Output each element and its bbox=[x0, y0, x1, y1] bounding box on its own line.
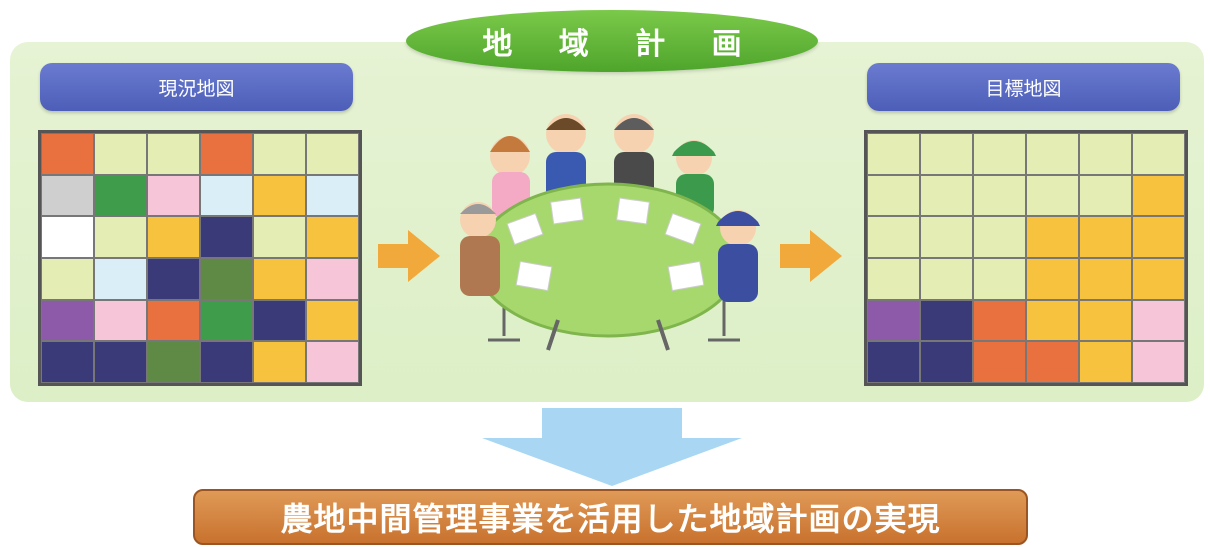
map-cell bbox=[306, 216, 359, 258]
map-cell bbox=[1079, 299, 1132, 342]
map-cell bbox=[1026, 341, 1079, 383]
map-cell bbox=[1132, 299, 1185, 342]
map-cell bbox=[147, 258, 200, 300]
target-map-label: 目標地図 bbox=[867, 63, 1180, 111]
meeting-people-illustration bbox=[460, 114, 760, 351]
map-cell bbox=[867, 174, 920, 217]
map-cell bbox=[253, 216, 306, 258]
map-cell bbox=[306, 174, 359, 217]
map-cell bbox=[1132, 258, 1185, 300]
map-cell bbox=[973, 299, 1026, 342]
map-cell bbox=[920, 299, 973, 342]
map-cell bbox=[253, 341, 306, 383]
map-cell bbox=[200, 341, 253, 383]
map-cell bbox=[973, 258, 1026, 300]
top-title-oval: 地 域 計 画 bbox=[406, 10, 818, 72]
map-cell bbox=[94, 341, 147, 383]
map-cell bbox=[1132, 133, 1185, 175]
map-cell bbox=[920, 216, 973, 258]
map-cell bbox=[41, 299, 94, 342]
map-cell bbox=[920, 341, 973, 383]
map-cell bbox=[306, 133, 359, 175]
map-cell bbox=[867, 133, 920, 175]
map-cell bbox=[973, 174, 1026, 217]
map-cell bbox=[306, 299, 359, 342]
map-cell bbox=[973, 216, 1026, 258]
map-cell bbox=[147, 133, 200, 175]
map-cell bbox=[147, 216, 200, 258]
map-cell bbox=[867, 299, 920, 342]
map-cell bbox=[253, 299, 306, 342]
current-map-label: 現況地図 bbox=[40, 63, 353, 111]
right-arrow-icon bbox=[780, 230, 842, 282]
map-cell bbox=[41, 174, 94, 217]
map-cell bbox=[41, 341, 94, 383]
map-cell bbox=[200, 299, 253, 342]
map-cell bbox=[1132, 341, 1185, 383]
map-cell bbox=[1026, 174, 1079, 217]
right-arrow-icon bbox=[378, 230, 440, 282]
map-cell bbox=[867, 216, 920, 258]
map-cell bbox=[1026, 133, 1079, 175]
map-cell bbox=[1026, 258, 1079, 300]
map-cell bbox=[867, 258, 920, 300]
current-map-grid bbox=[38, 130, 362, 386]
map-cell bbox=[920, 133, 973, 175]
map-cell bbox=[253, 258, 306, 300]
map-cell bbox=[1079, 341, 1132, 383]
map-cell bbox=[147, 174, 200, 217]
map-cell bbox=[147, 341, 200, 383]
bottom-conclusion-banner: 農地中間管理事業を活用した地域計画の実現 bbox=[193, 489, 1028, 545]
map-cell bbox=[973, 133, 1026, 175]
map-cell bbox=[1079, 216, 1132, 258]
map-cell bbox=[1132, 174, 1185, 217]
map-cell bbox=[867, 341, 920, 383]
map-cell bbox=[41, 216, 94, 258]
map-cell bbox=[920, 258, 973, 300]
map-cell bbox=[94, 133, 147, 175]
map-cell bbox=[94, 174, 147, 217]
map-cell bbox=[1079, 258, 1132, 300]
map-cell bbox=[147, 299, 200, 342]
target-map-grid bbox=[864, 130, 1188, 386]
down-arrow-icon bbox=[482, 408, 742, 486]
map-cell bbox=[306, 341, 359, 383]
map-cell bbox=[1026, 216, 1079, 258]
map-cell bbox=[1132, 216, 1185, 258]
map-cell bbox=[1026, 299, 1079, 342]
map-cell bbox=[200, 174, 253, 217]
map-cell bbox=[920, 174, 973, 217]
map-cell bbox=[253, 174, 306, 217]
map-cell bbox=[306, 258, 359, 300]
map-cell bbox=[94, 216, 147, 258]
map-cell bbox=[200, 258, 253, 300]
map-cell bbox=[973, 341, 1026, 383]
map-cell bbox=[253, 133, 306, 175]
map-cell bbox=[200, 133, 253, 175]
map-cell bbox=[94, 299, 147, 342]
map-cell bbox=[1079, 174, 1132, 217]
map-cell bbox=[41, 258, 94, 300]
map-cell bbox=[200, 216, 253, 258]
map-cell bbox=[41, 133, 94, 175]
map-cell bbox=[1079, 133, 1132, 175]
map-cell bbox=[94, 258, 147, 300]
